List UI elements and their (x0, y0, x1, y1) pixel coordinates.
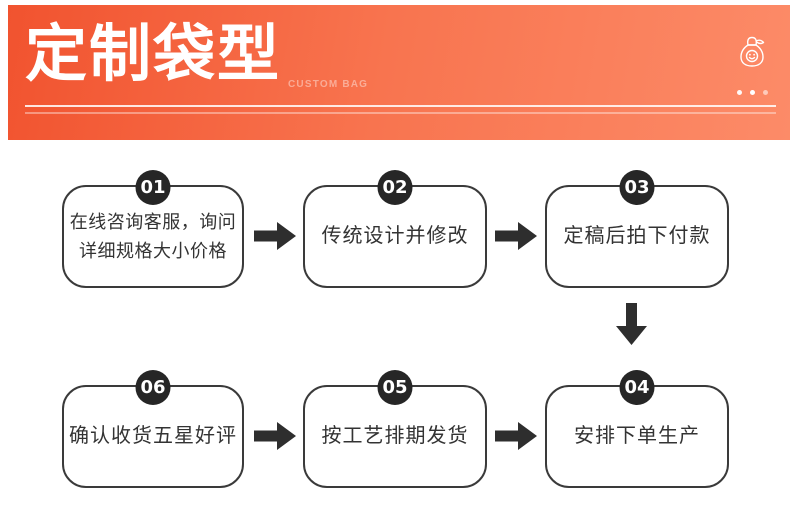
header-underline-bottom (25, 112, 776, 114)
step-text-line: 传统设计并修改 (321, 225, 469, 247)
flow-step-01: 01 在线咨询客服，询问 详细规格大小价格 (62, 170, 244, 288)
step-number-badge: 03 (619, 170, 655, 205)
step-text-line: 在线咨询客服，询问 (69, 211, 237, 232)
page-subtitle: CUSTOM BAG (288, 79, 369, 90)
step-text-line: 安排下单生产 (574, 425, 700, 447)
step-number-badge: 06 (135, 370, 171, 405)
flow-step-05: 05 按工艺排期发货 (303, 370, 487, 488)
three-dots-icon (737, 90, 768, 95)
flow-step-03: 03 定稿后拍下付款 (545, 170, 729, 288)
flow-step-04: 04 安排下单生产 (545, 370, 729, 488)
arrow-down-icon (616, 303, 647, 345)
step-text-line: 按工艺排期发货 (321, 425, 469, 447)
step-number-badge: 04 (619, 370, 655, 405)
step-text-line: 确认收货五星好评 (69, 425, 237, 447)
flow-step-06: 06 确认收货五星好评 (62, 370, 244, 488)
step-text-line: 详细规格大小价格 (79, 240, 227, 261)
flow-step-02: 02 传统设计并修改 (303, 170, 487, 288)
step-number-badge: 05 (377, 370, 413, 405)
page-title: 定制袋型 (25, 20, 282, 89)
arrow-right-icon (254, 422, 296, 450)
arrow-right-icon (254, 222, 296, 250)
header-banner: 定制袋型 CUSTOM BAG (8, 5, 790, 140)
arrow-right-icon (495, 222, 537, 250)
arrow-right-icon (495, 422, 537, 450)
step-number-badge: 02 (377, 170, 413, 205)
money-bag-icon (740, 36, 765, 67)
step-number-badge: 01 (135, 170, 171, 205)
header-underline-top (25, 105, 776, 107)
step-text-line: 定稿后拍下付款 (563, 225, 711, 247)
